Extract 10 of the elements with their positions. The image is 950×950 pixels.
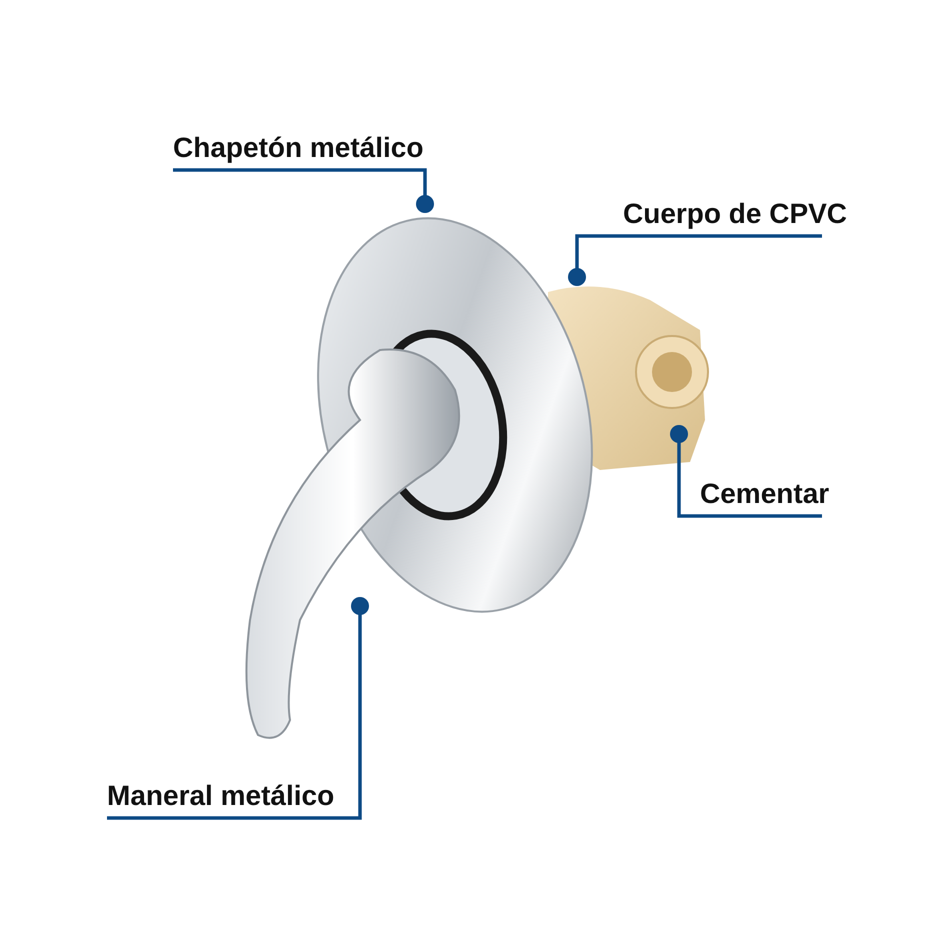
pipe-socket-drawing (635, 335, 709, 409)
callout-label: Cuerpo de CPVC (623, 196, 848, 232)
lever-handle-drawing (245, 348, 460, 739)
leader-line (670, 425, 822, 518)
leader-line (568, 234, 822, 286)
leader-line (107, 597, 369, 820)
callout-label: Chapetón metálico (173, 130, 424, 166)
leader-line (173, 168, 434, 213)
callout-label: Cementar (700, 476, 830, 512)
callout-label: Maneral metálico (107, 778, 334, 814)
